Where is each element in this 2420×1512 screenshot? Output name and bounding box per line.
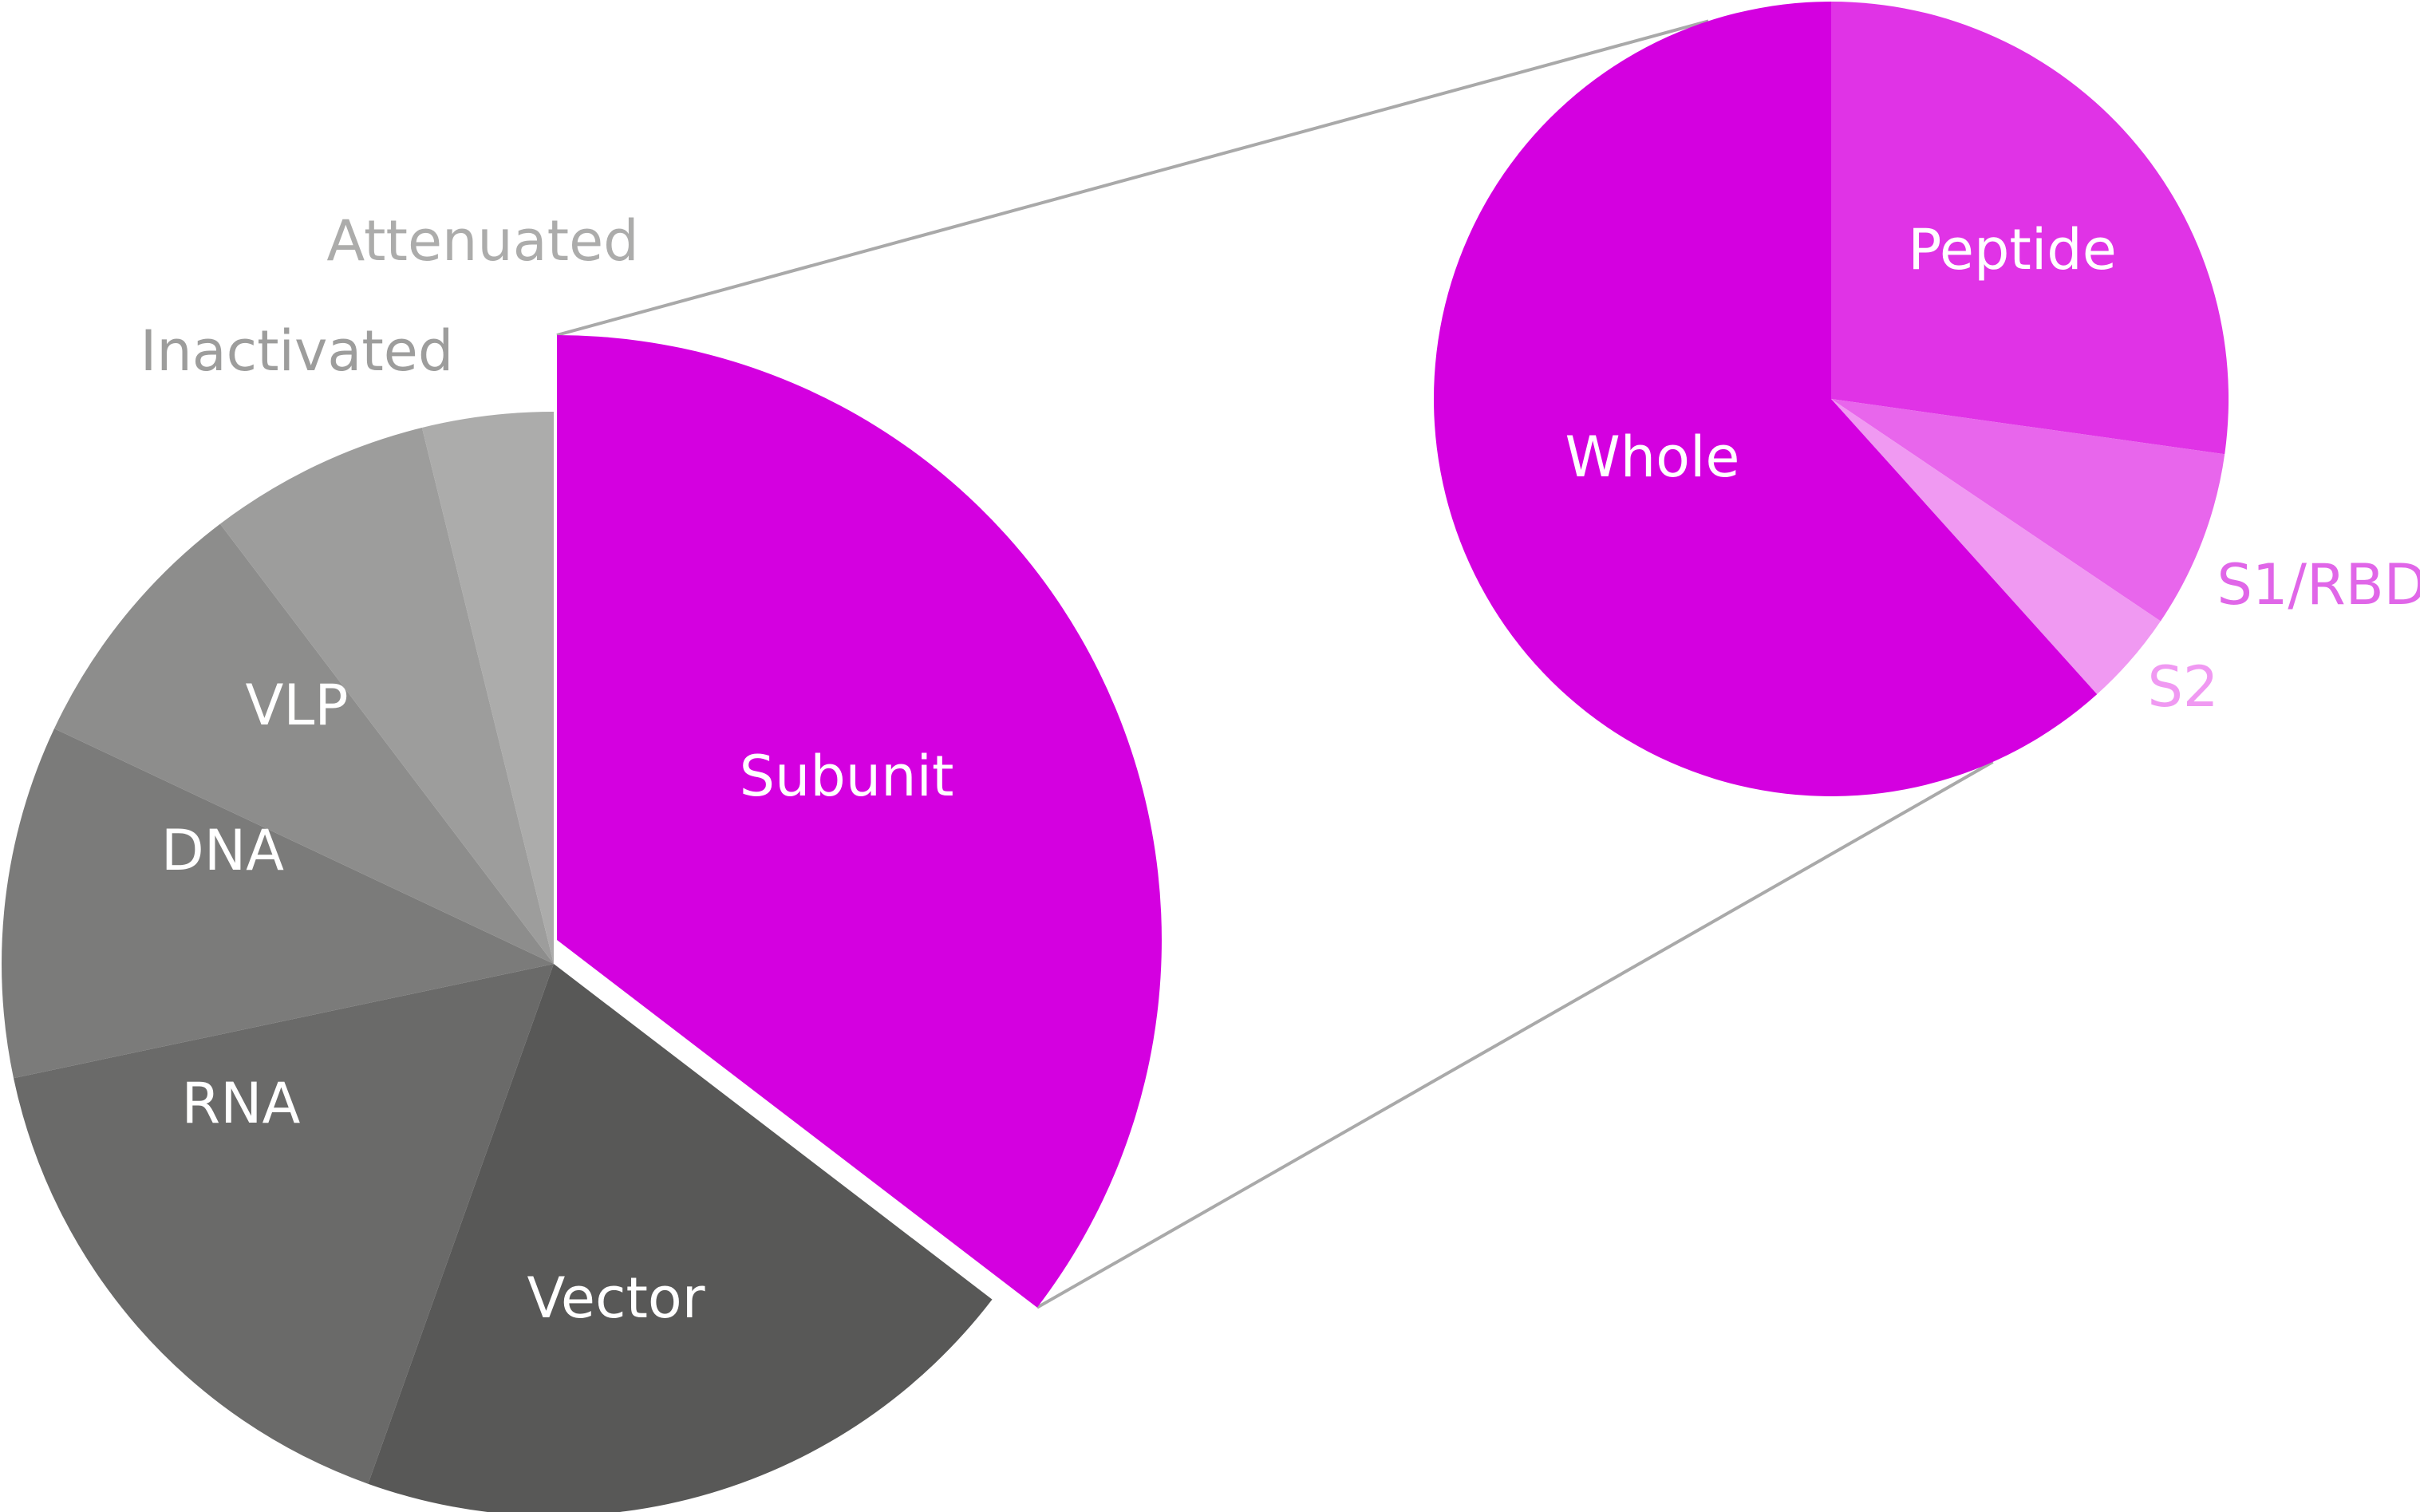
subunit-breakdown-pie bbox=[1433, 1, 2229, 796]
slice-vlp bbox=[54, 523, 554, 964]
label-dna: DNA bbox=[161, 818, 284, 883]
label-s1-rbd: S1/RBD bbox=[2217, 552, 2420, 618]
slice-rna bbox=[14, 964, 554, 1484]
slice-s1-rbd bbox=[1831, 399, 2225, 622]
label-rna: RNA bbox=[182, 1071, 301, 1136]
slice-attenuated bbox=[421, 412, 554, 964]
slice-whole bbox=[1433, 2, 2098, 796]
label-subunit: Subunit bbox=[740, 744, 954, 809]
label-peptide: Peptide bbox=[1908, 217, 2117, 282]
connector-lines bbox=[556, 19, 1994, 1309]
label-s2: S2 bbox=[2148, 654, 2219, 720]
label-vector: Vector bbox=[527, 1265, 705, 1331]
main-pie bbox=[2, 335, 1162, 1512]
connector-top-line bbox=[556, 19, 1709, 337]
slice-dna bbox=[2, 728, 555, 1079]
slice-s2 bbox=[1831, 399, 2161, 695]
slice-vector bbox=[368, 964, 993, 1512]
label-vlp: VLP bbox=[245, 673, 348, 738]
label-whole: Whole bbox=[1565, 424, 1740, 490]
label-inactivated: Inactivated bbox=[140, 318, 454, 384]
label-attenuated: Attenuated bbox=[326, 208, 638, 274]
slice-peptide bbox=[1831, 1, 2229, 455]
slice-subunit bbox=[557, 335, 1162, 1308]
slice-inactivated bbox=[219, 428, 554, 964]
connector-bottom-line bbox=[1036, 760, 1994, 1309]
